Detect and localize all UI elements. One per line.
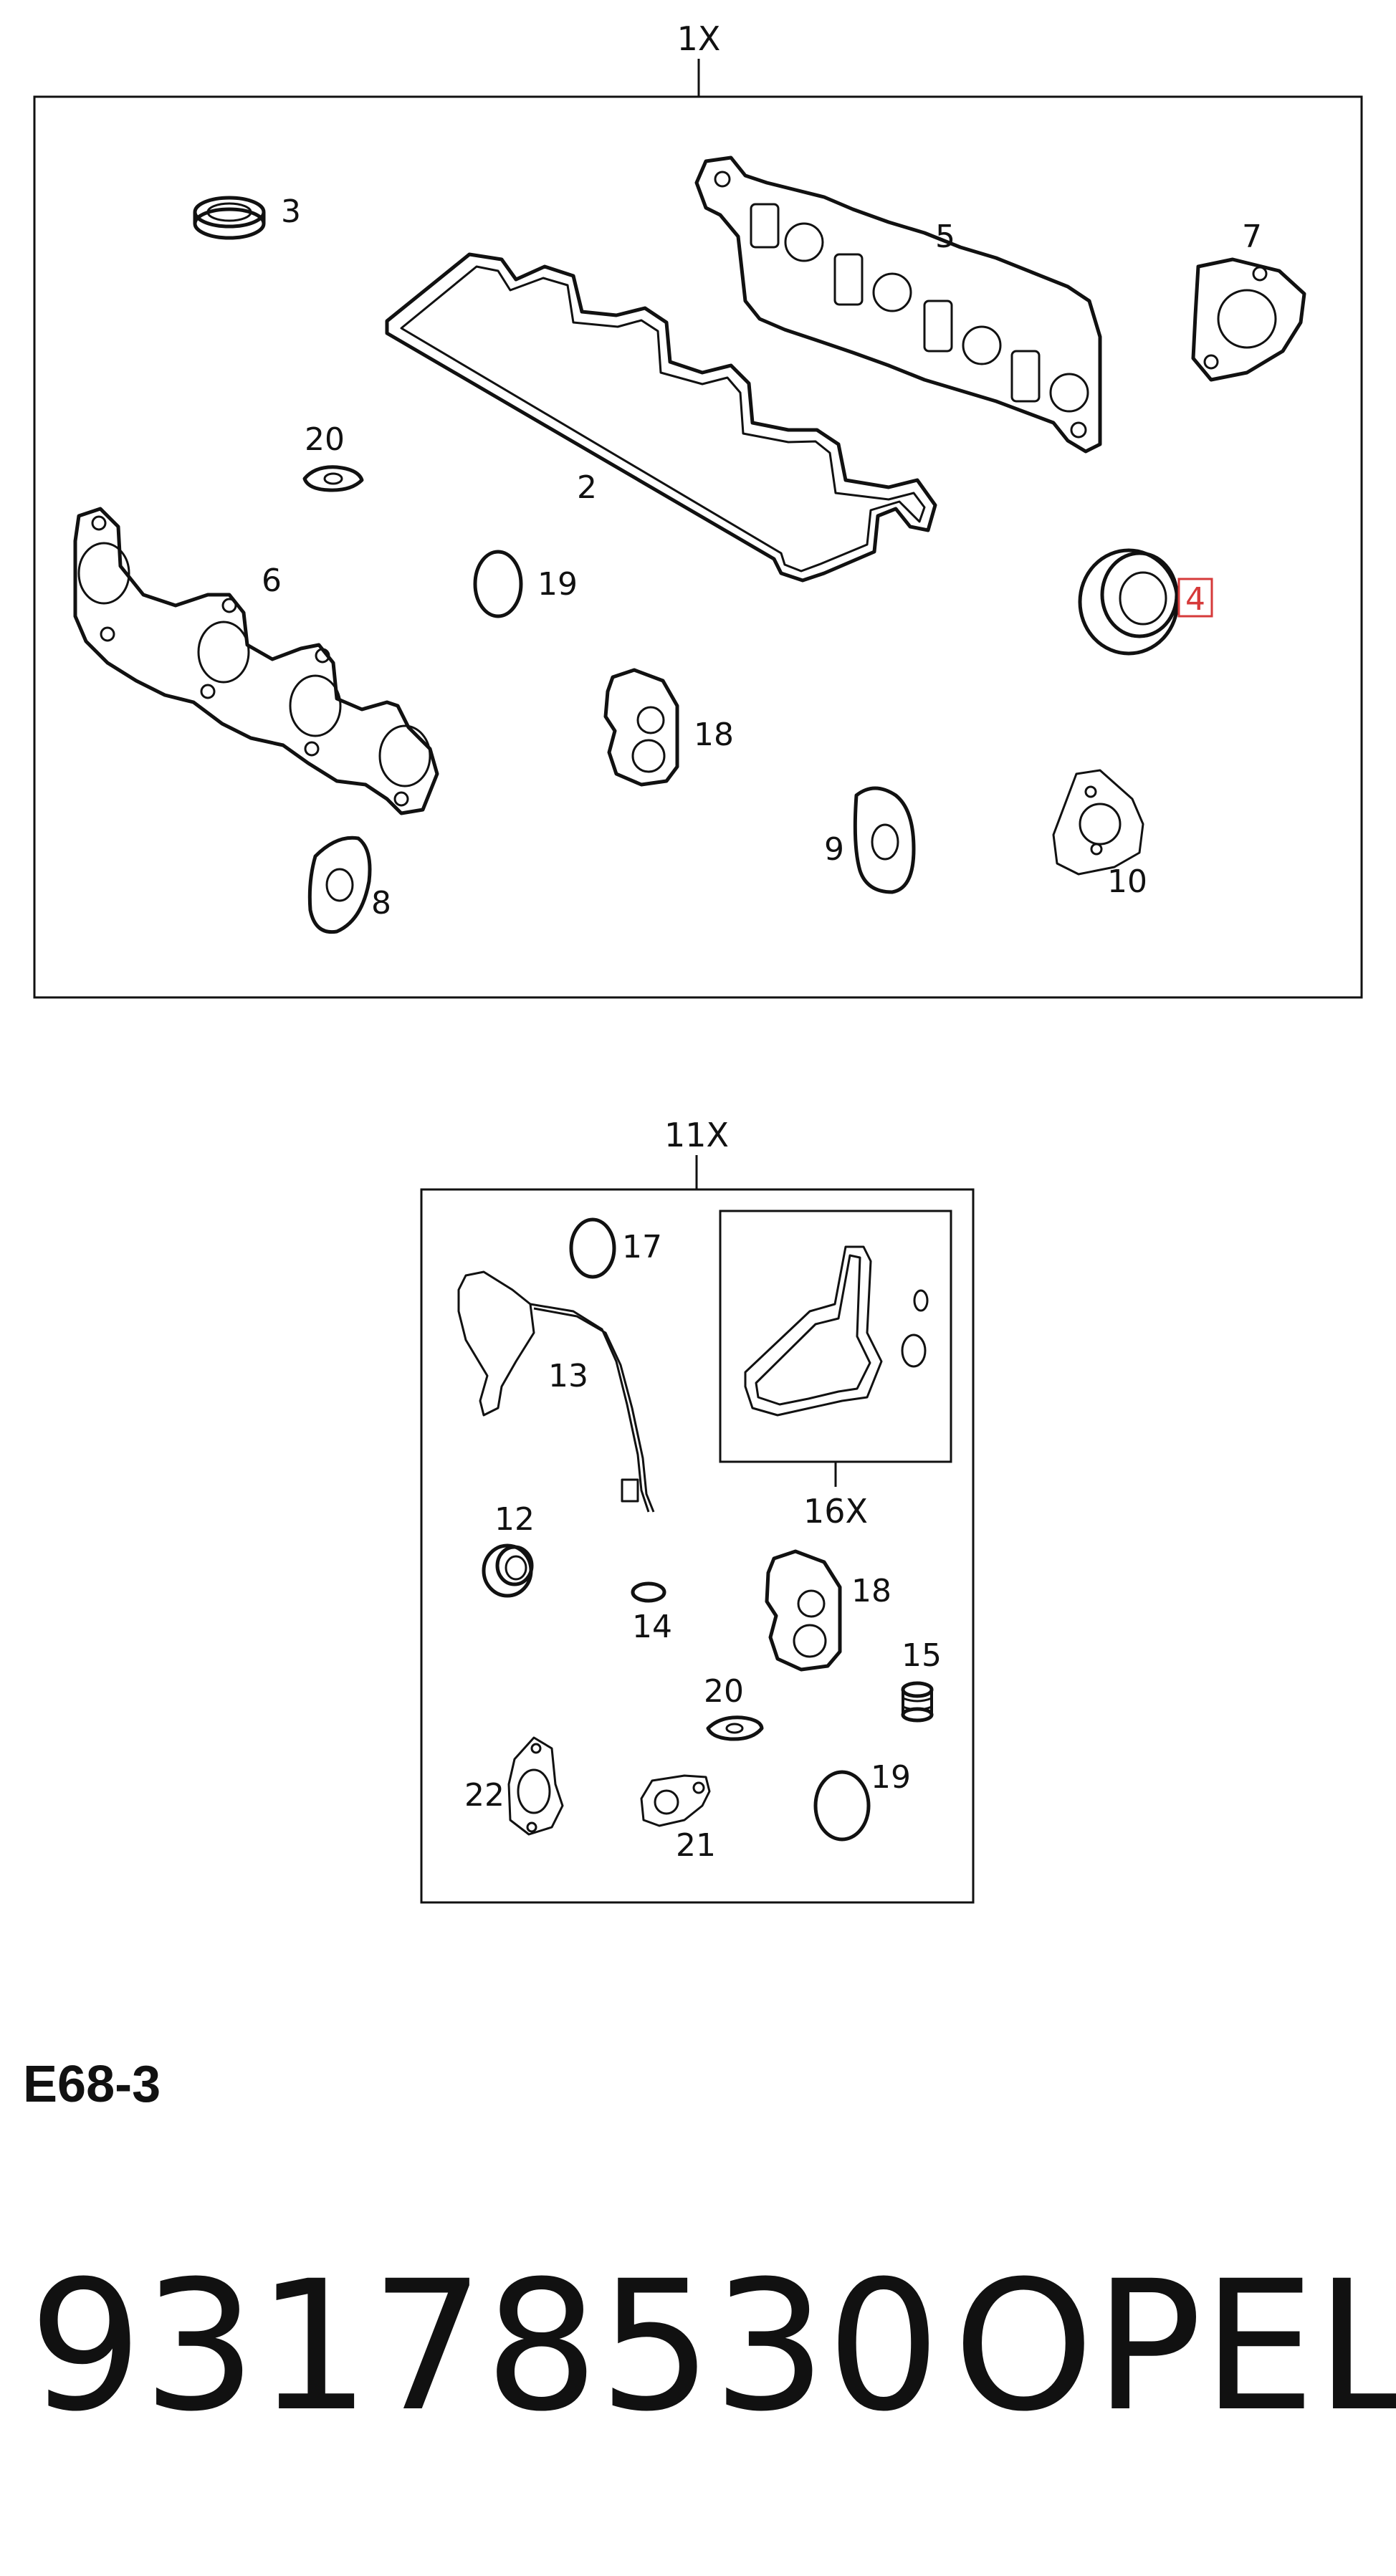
part-3-label[interactable]: 3 [281,193,301,230]
part-20-small-gasket-timing[interactable] [706,1715,764,1741]
part-4-label[interactable]: 4 [1185,581,1205,618]
part-12-oil-seal[interactable] [482,1543,534,1598]
set-11x-frame [420,1188,975,1904]
part-18-bracket-gasket-timing[interactable] [765,1549,842,1672]
part-6-exhaust-manifold-gasket[interactable] [73,507,439,815]
part-7-label[interactable]: 7 [1242,219,1262,255]
part-3-seal-ring[interactable] [193,196,266,240]
part-16-water-pump-gasket[interactable] [744,1245,929,1417]
part-2-cam-cover-gasket[interactable] [385,252,937,583]
part-2-label[interactable]: 2 [577,469,597,506]
part-9-oval-gasket[interactable] [853,786,916,894]
part-19-o-ring-timing[interactable] [813,1770,871,1842]
part-14-label[interactable]: 14 [632,1609,672,1645]
part-22-flange-gasket[interactable] [507,1736,564,1836]
part-7-flange-gasket[interactable] [1191,257,1306,382]
part-13-front-cover-gasket[interactable] [457,1270,655,1513]
part-18-timing-label[interactable]: 18 [851,1573,891,1609]
part-10-label[interactable]: 10 [1107,863,1147,900]
set-11x-group: 11X 16X 17 13 12 [420,1116,975,1904]
part-17-label[interactable]: 17 [622,1229,662,1265]
diagram-code: E68-3 [23,2056,161,2113]
set-11x-label[interactable]: 11X [664,1116,729,1154]
part-20-small-gasket[interactable] [302,465,364,492]
part-9-label[interactable]: 9 [824,831,844,868]
part-number: 93178530 [29,2242,941,2451]
part-10-triangular-gasket[interactable] [1052,769,1144,876]
part-15-label[interactable]: 15 [902,1637,942,1674]
part-21-gasket[interactable] [640,1774,711,1827]
part-19-timing-label[interactable]: 19 [871,1759,911,1796]
part-22-label[interactable]: 22 [464,1777,505,1814]
set-1x-group: 1X 3 2 [33,19,1363,999]
part-18-label[interactable]: 18 [694,717,734,753]
part-20-timing-label[interactable]: 20 [704,1673,744,1710]
part-19-label[interactable]: 19 [537,566,578,603]
set-16x-label[interactable]: 16X [803,1492,868,1531]
part-12-label[interactable]: 12 [494,1501,535,1538]
part-20-label[interactable]: 20 [305,421,345,458]
brand-name: OPEL [953,2242,1396,2451]
part-6-label[interactable]: 6 [262,562,282,599]
part-4-highlight-box [1177,578,1213,618]
part-15-plug[interactable] [901,1681,934,1723]
part-4-oil-seal[interactable] [1078,548,1180,656]
part-13-label[interactable]: 13 [548,1358,588,1394]
part-14-small-o-ring[interactable] [631,1581,666,1603]
part-21-label[interactable]: 21 [676,1827,716,1864]
part-17-o-ring[interactable] [569,1217,616,1279]
part-8-small-oval-gasket[interactable] [307,835,372,934]
part-19-o-ring[interactable] [473,550,523,618]
set-1x-frame [33,95,1363,999]
set-1x-label[interactable]: 1X [677,19,721,58]
part-8-label[interactable]: 8 [371,885,391,921]
part-5-intake-manifold-gasket[interactable] [694,155,1102,454]
part-18-bracket-gasket[interactable] [603,668,679,787]
part-5-label[interactable]: 5 [935,219,955,255]
